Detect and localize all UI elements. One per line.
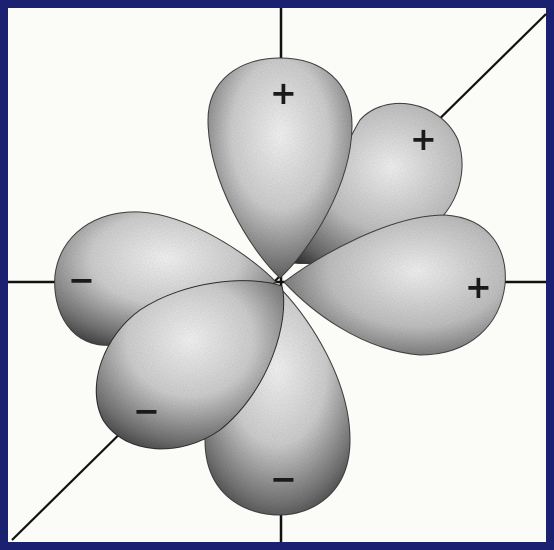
sign-left: −: [68, 261, 95, 299]
sign-right: +: [465, 268, 492, 306]
sign-bottom: −: [270, 460, 297, 498]
sign-lower-left: −: [133, 392, 160, 430]
sign-top: +: [270, 74, 297, 112]
sign-upper-right: +: [410, 120, 437, 158]
